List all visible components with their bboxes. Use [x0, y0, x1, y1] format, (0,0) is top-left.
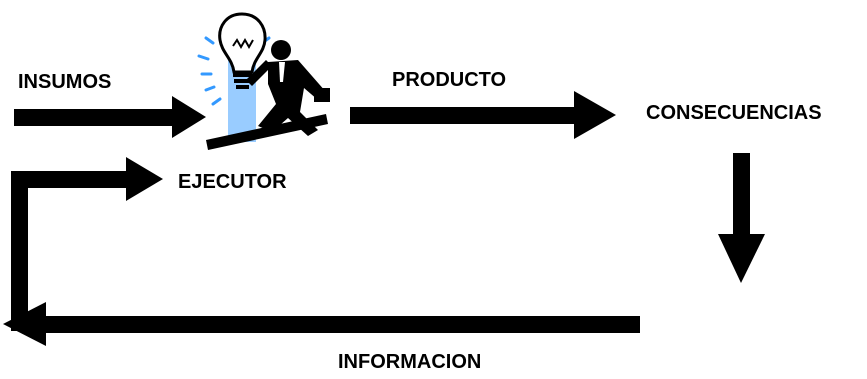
arrow-down-consecuencias: [718, 153, 765, 283]
arrow-producto: [350, 91, 616, 139]
label-consecuencias: CONSECUENCIAS: [646, 102, 822, 124]
label-informacion: INFORMACION: [338, 351, 482, 373]
label-insumos: INSUMOS: [18, 71, 112, 93]
label-producto: PRODUCTO: [392, 69, 507, 91]
businessman-with-lightbulb-icon: [197, 12, 330, 150]
arrow-insumos-to-ejecutor: [14, 96, 206, 138]
arrow-informacion: [3, 302, 640, 346]
arrow-feedback-to-ejecutor: [11, 157, 163, 331]
label-ejecutor: EJECUTOR: [178, 171, 287, 193]
